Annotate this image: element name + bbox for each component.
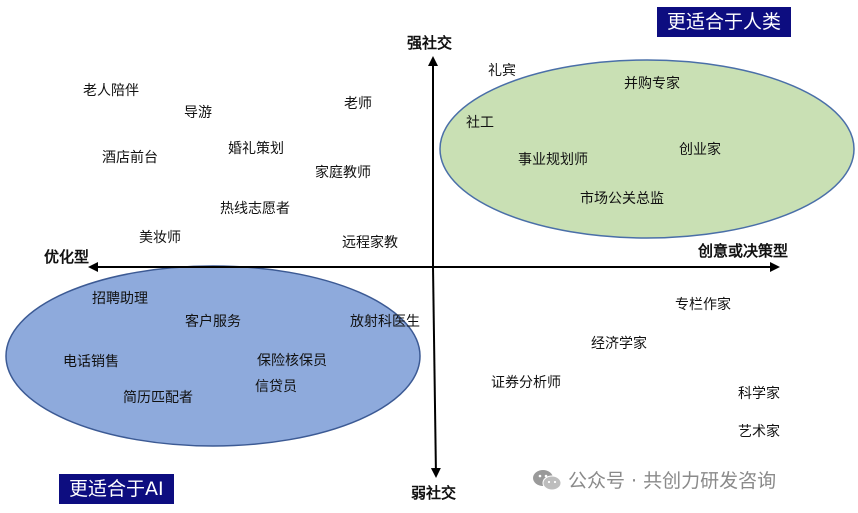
job-label: 导游 bbox=[184, 105, 212, 121]
job-label: 客户服务 bbox=[185, 314, 241, 330]
job-label: 婚礼策划 bbox=[228, 141, 284, 157]
watermark-text: 公众号 · 共创力研发咨询 bbox=[568, 470, 777, 492]
job-label: 老师 bbox=[344, 96, 372, 112]
ai-region-label: 更适合于AI bbox=[59, 474, 174, 504]
job-label: 科学家 bbox=[738, 386, 780, 402]
job-label: 简历匹配者 bbox=[123, 390, 193, 406]
job-label: 并购专家 bbox=[624, 76, 680, 92]
job-label: 礼宾 bbox=[488, 63, 516, 79]
wechat-icon bbox=[533, 469, 562, 490]
human-region-ellipse bbox=[439, 59, 855, 239]
job-label: 市场公关总监 bbox=[580, 191, 664, 207]
job-label: 家庭教师 bbox=[315, 165, 371, 181]
job-label: 老人陪伴 bbox=[83, 83, 139, 99]
job-label: 电话销售 bbox=[63, 354, 119, 370]
job-label: 放射科医生 bbox=[350, 314, 420, 330]
job-label: 保险核保员 bbox=[257, 353, 327, 369]
job-label: 热线志愿者 bbox=[220, 201, 290, 217]
job-label: 事业规划师 bbox=[518, 152, 588, 168]
axis-label-right: 创意或决策型 bbox=[698, 242, 789, 260]
axis-label-left: 优化型 bbox=[44, 248, 90, 266]
job-label: 创业家 bbox=[679, 142, 721, 158]
job-label: 酒店前台 bbox=[102, 150, 158, 166]
job-label: 社工 bbox=[466, 115, 494, 131]
vertical-axis-down bbox=[430, 266, 441, 478]
axis-label-top: 强社交 bbox=[407, 34, 453, 52]
human-region-label: 更适合于人类 bbox=[657, 7, 792, 37]
job-label: 美妆师 bbox=[139, 230, 181, 246]
job-label: 专栏作家 bbox=[675, 297, 731, 313]
job-label: 招聘助理 bbox=[92, 291, 148, 307]
job-label: 信贷员 bbox=[255, 379, 297, 395]
job-label: 艺术家 bbox=[738, 424, 780, 440]
job-label: 证券分析师 bbox=[491, 375, 561, 391]
axis-label-bottom: 弱社交 bbox=[411, 484, 457, 502]
watermark: 公众号 · 共创力研发咨询 bbox=[532, 466, 776, 493]
job-label: 经济学家 bbox=[591, 336, 647, 352]
job-label: 远程家教 bbox=[342, 235, 398, 251]
